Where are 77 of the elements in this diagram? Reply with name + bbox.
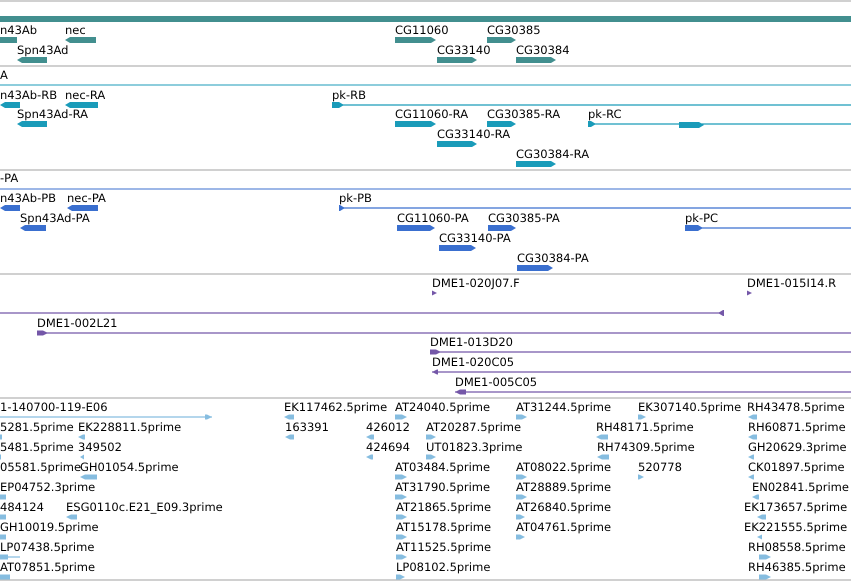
feature-label: AT20287.5prime	[426, 420, 522, 434]
feature-label: Spn43Ad	[17, 43, 68, 57]
feature-label: ESG0110c.E21_E09.3prime	[66, 500, 223, 514]
feature-label: CG30385-PA	[488, 211, 560, 225]
track-title: A	[0, 68, 8, 82]
track-title: -PA	[0, 171, 18, 185]
feature-label: 424694	[366, 440, 410, 454]
feature-label: nec-RA	[65, 88, 106, 102]
feature-label: pk-PC	[685, 211, 718, 225]
feature-label: CG30384-PA	[517, 251, 589, 265]
feature-label: DME1-005C05	[455, 375, 538, 389]
feature-label: GH20629.3prime	[748, 440, 847, 454]
feature-label: AT31790.5prime	[395, 480, 490, 494]
feature-label: UT01823.3prime	[426, 440, 522, 454]
feature-label: DME1-020J07.F	[432, 276, 520, 290]
feature-label: 5481.5prime	[0, 440, 74, 454]
feature-label: CG30385-RA	[487, 107, 560, 121]
feature-label: CG33140	[437, 43, 491, 57]
feature-label: DME1-020C05	[432, 355, 514, 369]
feature-label: n43Ab-PB	[0, 191, 56, 205]
feature-label: CG11060-PA	[397, 211, 469, 225]
feature-label: AT26840.5prime	[516, 500, 612, 514]
feature-label: CG30384	[516, 43, 570, 57]
feature-label: DME1-013D20	[430, 335, 513, 349]
feature-label: EK117462.5prime	[284, 400, 388, 414]
feature-label: 1-140700-119-E06	[0, 400, 108, 414]
feature-label: AT31244.5prime	[516, 400, 612, 414]
feature-label: DME1-002L21	[37, 316, 118, 330]
feature-label: nec	[65, 23, 86, 37]
feature-label: AT07851.5prime	[0, 560, 96, 574]
feature-label: GH01054.5prime	[80, 460, 179, 474]
feature-label: EK173657.5prime	[744, 500, 848, 514]
feature-label: CG11060	[395, 23, 449, 37]
feature-label: CG30384-RA	[516, 147, 590, 161]
feature-label: GH10019.5prime	[0, 520, 99, 534]
feature-label: 520778	[638, 460, 682, 474]
feature-label: AT08022.5prime	[516, 460, 612, 474]
feature-label: AT11525.5prime	[396, 540, 492, 554]
feature-label: n43Ab-RB	[0, 88, 58, 102]
feature-label: 426012	[366, 420, 410, 434]
feature-label: pk-RC	[588, 107, 622, 121]
feature-label: EK221555.5prime	[744, 520, 848, 534]
feature-label: RH46385.5prime	[748, 560, 846, 574]
feature-label: RH08558.5prime	[748, 540, 846, 554]
feature-label: DME1-015I14.R	[747, 276, 836, 290]
feature-label: CG30385	[487, 23, 541, 37]
feature-label: CK01897.5prime	[748, 460, 845, 474]
feature-label: CG33140-RA	[437, 127, 510, 141]
feature-label: RH48171.5prime	[596, 420, 694, 434]
feature-label: 163391	[285, 420, 329, 434]
feature-label: EK228811.5prime	[78, 420, 182, 434]
feature-label: pk-RB	[332, 88, 366, 102]
feature-label: AT24040.5prime	[395, 400, 490, 414]
feature-label: LP08102.5prime	[396, 560, 490, 574]
feature-label: 5281.5prime	[0, 420, 74, 434]
feature-label: EN02841.5prime	[752, 480, 849, 494]
feature-label: CG11060-RA	[395, 107, 468, 121]
feature-label: AT28889.5prime	[516, 480, 612, 494]
feature-label: Spn43Ad-RA	[17, 107, 88, 121]
feature-label: RH60871.5prime	[748, 420, 846, 434]
feature-label: RH74309.5prime	[597, 440, 695, 454]
feature-label: RH43478.5prime	[747, 400, 845, 414]
feature-label: EK307140.5prime	[638, 400, 742, 414]
feature-label: Spn43Ad-PA	[20, 211, 90, 225]
feature-label: AT04761.5prime	[516, 520, 612, 534]
feature-label: AT15178.5prime	[396, 520, 492, 534]
feature-label: AT03484.5prime	[395, 460, 490, 474]
feature-label: EP04752.3prime	[0, 480, 96, 494]
feature-label: 349502	[78, 440, 122, 454]
feature-label: n43Ab	[0, 23, 38, 37]
feature-label: LP07438.5prime	[0, 540, 94, 554]
feature-label: nec-PA	[67, 191, 106, 205]
feature-label: AT21865.5prime	[396, 500, 492, 514]
feature-label: pk-PB	[339, 191, 372, 205]
feature-label: CG33140-PA	[439, 231, 511, 245]
feature-label: 05581.5prime	[0, 460, 82, 474]
feature-label: 484124	[0, 500, 44, 514]
